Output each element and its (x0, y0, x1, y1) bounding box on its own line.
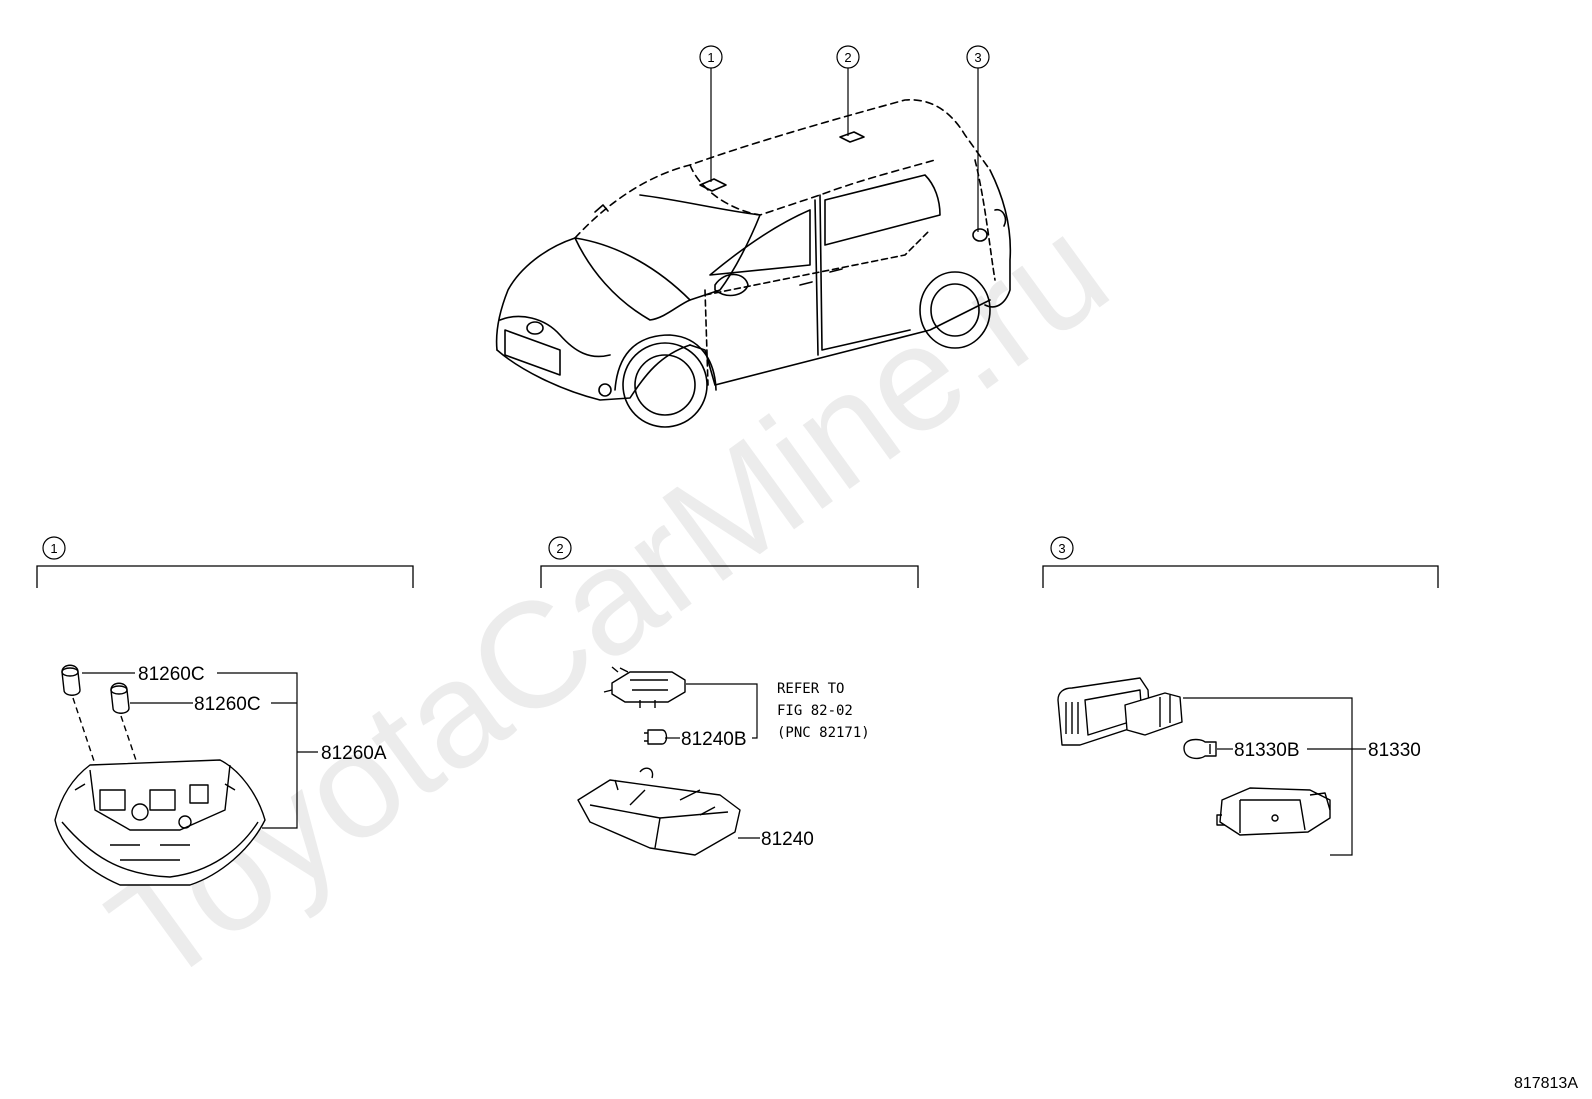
svg-text:2: 2 (844, 50, 851, 65)
svg-text:3: 3 (1058, 541, 1065, 556)
vehicle-callout-leaders (710, 68, 979, 232)
watermark: ToyotaCarMine.ru (80, 184, 1136, 1016)
section-brackets (36, 565, 1439, 588)
figure-number: 817813A (1514, 1075, 1578, 1092)
section-3-leaders (1183, 697, 1366, 856)
refer-note-line-3: (PNC 82171) (777, 725, 870, 741)
part-label-81260a: 81260A (321, 743, 387, 764)
section-1-drawing (54, 664, 266, 886)
vehicle-callout-1: 1 (699, 45, 723, 69)
refer-note-line-2: FIG 82-02 (777, 703, 853, 719)
part-label-81240b: 81240B (681, 729, 747, 750)
svg-text:1: 1 (50, 541, 57, 556)
section-2-number: 2 (548, 536, 572, 560)
section-3-number: 3 (1050, 536, 1074, 560)
bulb-81260c-b (110, 682, 130, 714)
vehicle-illustration (495, 99, 1012, 428)
section-1-leaders (82, 672, 318, 829)
vehicle-callout-3: 3 (966, 45, 990, 69)
refer-note-line-1: REFER TO (777, 681, 844, 697)
section-2-drawing (577, 666, 741, 856)
part-label-81240: 81240 (761, 829, 814, 850)
svg-text:1: 1 (707, 50, 714, 65)
bulb-81260c-a (61, 664, 81, 696)
vehicle-callout-2: 2 (836, 45, 860, 69)
part-label-81330b: 81330B (1234, 740, 1300, 761)
part-label-81260c-1: 81260C (138, 664, 205, 685)
section-2-leaders (665, 683, 760, 839)
svg-text:3: 3 (974, 50, 981, 65)
part-label-81330: 81330 (1368, 740, 1421, 761)
section-3-drawing (1057, 677, 1331, 836)
part-label-81260c-2: 81260C (194, 694, 261, 715)
section-1-number: 1 (42, 536, 66, 560)
svg-text:2: 2 (556, 541, 563, 556)
